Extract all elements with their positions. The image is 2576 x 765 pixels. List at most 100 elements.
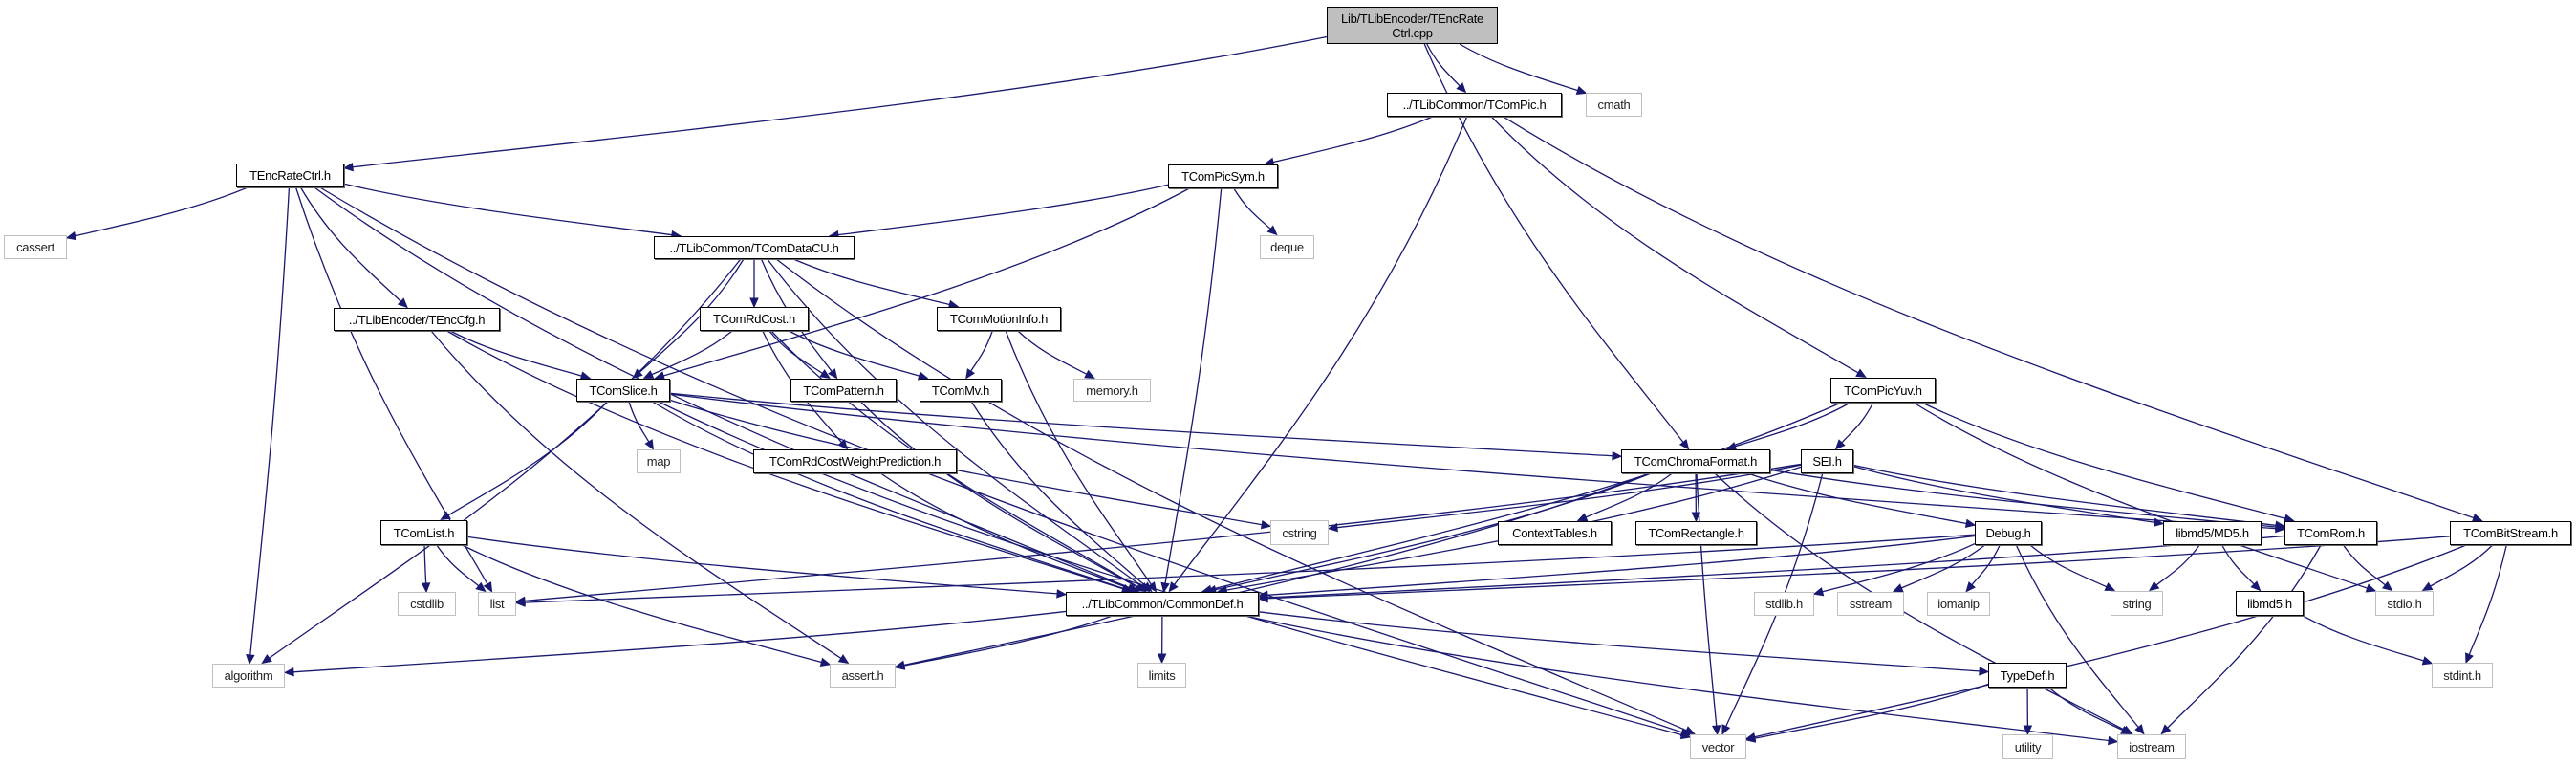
edge-tcomslice-to-cstring bbox=[669, 399, 1263, 526]
node-tcompicyuv[interactable]: TComPicYuv.h bbox=[1830, 378, 1936, 403]
node-cstring: cstring bbox=[1270, 520, 1329, 545]
node-stdint: stdint.h bbox=[2432, 663, 2493, 688]
node-algorithm: algorithm bbox=[212, 664, 285, 688]
edge-tcomslice-to-map bbox=[628, 401, 650, 443]
node-tencratectrl[interactable]: TEncRateCtrl.h bbox=[236, 164, 344, 187]
arrowhead-icon bbox=[1979, 667, 1990, 676]
arrowhead-icon bbox=[1266, 225, 1278, 236]
node-tcompattern[interactable]: TComPattern.h bbox=[790, 379, 897, 402]
arrowhead-icon bbox=[1056, 589, 1068, 599]
arrowhead-icon bbox=[2465, 652, 2474, 664]
edge-commondef-to-typedef bbox=[1258, 611, 1981, 672]
edge-tcombitstream-to-stdint bbox=[2468, 544, 2507, 655]
arrowhead-icon bbox=[642, 370, 655, 379]
node-tcomdatacu[interactable]: ../TLibCommon/TComDataCU.h bbox=[654, 236, 855, 259]
edge-commondef-to-algorithm bbox=[292, 610, 1067, 673]
node-tcomrdcostwp[interactable]: TComRdCostWeightPrediction.h bbox=[753, 449, 957, 473]
arrowhead-icon bbox=[1855, 368, 1867, 378]
node-tcombitstream[interactable]: TComBitStream.h bbox=[2450, 521, 2571, 545]
node-memory: memory.h bbox=[1073, 379, 1151, 402]
arrowhead-icon bbox=[65, 231, 77, 241]
edge-tcomlist-to-commondef bbox=[466, 536, 1058, 595]
arrowhead-icon bbox=[644, 439, 655, 450]
arrowhead-icon bbox=[283, 667, 294, 677]
node-typedef[interactable]: TypeDef.h bbox=[1988, 663, 2067, 688]
edge-typedef-to-iostream bbox=[2048, 687, 2123, 732]
edge-tcompattern-to-commondef bbox=[859, 401, 1138, 588]
node-tcommv[interactable]: TComMv.h bbox=[920, 379, 1002, 402]
edge-md5-to-string bbox=[2155, 544, 2200, 586]
arrowhead-icon bbox=[2120, 725, 2132, 734]
arrowhead-icon bbox=[1744, 733, 1757, 743]
edge-tcompicsym-to-deque bbox=[1233, 187, 1271, 230]
node-tenccfg[interactable]: ../TLibEncoder/TEncCfg.h bbox=[334, 308, 500, 331]
edge-tcommotioninfo-to-memory bbox=[1017, 330, 1088, 375]
edge-tcomdatacu-to-vector bbox=[775, 258, 1687, 732]
node-tcompicsym[interactable]: TComPicSym.h bbox=[1168, 164, 1278, 188]
arrowhead-icon bbox=[1456, 82, 1467, 94]
arrowhead-icon bbox=[2160, 724, 2172, 735]
edge-tcommotioninfo-to-tcommv bbox=[970, 330, 993, 372]
edge-tcomrdcostwp-to-commondef bbox=[880, 472, 1130, 589]
arrowhead-icon bbox=[1721, 724, 1731, 735]
edge-typedef-to-vector bbox=[1754, 683, 1989, 739]
arrowhead-icon bbox=[2148, 580, 2160, 592]
arrowhead-icon bbox=[397, 297, 408, 309]
edge-debug-to-list bbox=[524, 534, 1976, 603]
edge-tencratectrl-to-algorithm bbox=[249, 186, 291, 656]
node-stdlib: stdlib.h bbox=[1754, 592, 1814, 616]
node-contexttables[interactable]: ContextTables.h bbox=[1498, 521, 1612, 545]
arrowhead-icon bbox=[2250, 580, 2262, 592]
arrowhead-icon bbox=[1135, 582, 1146, 592]
node-libmd5[interactable]: libmd5.h bbox=[2236, 591, 2304, 616]
node-tcompic[interactable]: ../TLibCommon/TComPic.h bbox=[1387, 93, 1562, 117]
edge-tcomrdcost-to-tcommv bbox=[788, 330, 920, 377]
node-md5[interactable]: libmd5/MD5.h bbox=[2163, 521, 2262, 545]
edge-tcomlist-to-list bbox=[436, 544, 480, 587]
arrowhead-icon bbox=[1084, 369, 1095, 379]
node-tcomrectangle[interactable]: TComRectangle.h bbox=[1635, 521, 1757, 545]
node-debug[interactable]: Debug.h bbox=[1975, 521, 2042, 545]
node-iomanip: iomanip bbox=[1927, 592, 1990, 616]
edge-tcompicsym-to-tcomslice bbox=[662, 187, 1190, 377]
node-cmath: cmath bbox=[1586, 93, 1642, 117]
node-tcomrom[interactable]: TComRom.h bbox=[2284, 521, 2377, 545]
edge-debug-to-commondef bbox=[1266, 535, 1976, 596]
arrowhead-icon bbox=[2382, 580, 2393, 592]
arrowhead-icon bbox=[1711, 725, 1721, 736]
node-tcomchromaformat[interactable]: TComChromaFormat.h bbox=[1621, 449, 1770, 473]
arrowhead-icon bbox=[1327, 522, 1338, 533]
arrowhead-icon bbox=[1678, 439, 1690, 450]
node-tcomrdcost[interactable]: TComRdCost.h bbox=[700, 307, 809, 331]
edge-commondef-to-assert bbox=[903, 615, 1113, 667]
edge-tcomrom-to-stdio bbox=[2343, 544, 2386, 586]
node-sei[interactable]: SEI.h bbox=[1801, 449, 1853, 473]
edge-tcompic-to-tcompicyuv bbox=[1490, 116, 1859, 374]
edge-tcomchromaformat-to-assert bbox=[903, 472, 1650, 667]
node-root[interactable]: Lib/TLibEncoder/TEncRate Ctrl.cpp bbox=[1327, 7, 1498, 44]
arrowhead-icon bbox=[2108, 735, 2119, 746]
edge-tcomchromaformat-to-iostream bbox=[1714, 472, 2125, 731]
node-tcomslice[interactable]: TComSlice.h bbox=[576, 379, 670, 402]
arrowhead-icon bbox=[261, 654, 272, 665]
node-deque: deque bbox=[1260, 235, 1314, 259]
node-tcomlist[interactable]: TComList.h bbox=[380, 520, 467, 545]
node-commondef[interactable]: ../TLibCommon/CommonDef.h bbox=[1066, 592, 1259, 616]
arrowhead-icon bbox=[342, 162, 354, 172]
edge-sei-to-cstring bbox=[1336, 464, 1802, 529]
arrowhead-icon bbox=[819, 369, 831, 380]
arrowhead-icon bbox=[894, 661, 906, 670]
edge-tencratectrl-to-cassert bbox=[75, 186, 249, 237]
node-tcommotioninfo[interactable]: TComMotionInfo.h bbox=[937, 307, 1061, 331]
edge-tcompicsym-to-commondef bbox=[1164, 187, 1223, 584]
edge-tcomdatacu-to-algorithm bbox=[269, 258, 742, 659]
arrowhead-icon bbox=[819, 657, 832, 667]
arrowhead-icon bbox=[2421, 656, 2434, 666]
arrowhead-icon bbox=[1141, 581, 1153, 593]
node-sstream: sstream bbox=[1837, 592, 1904, 616]
arrowhead-icon bbox=[2365, 583, 2377, 593]
arrowhead-icon bbox=[2421, 581, 2434, 591]
arrowhead-icon bbox=[440, 511, 451, 521]
arrowhead-icon bbox=[483, 581, 493, 593]
node-utility: utility bbox=[2002, 734, 2053, 759]
